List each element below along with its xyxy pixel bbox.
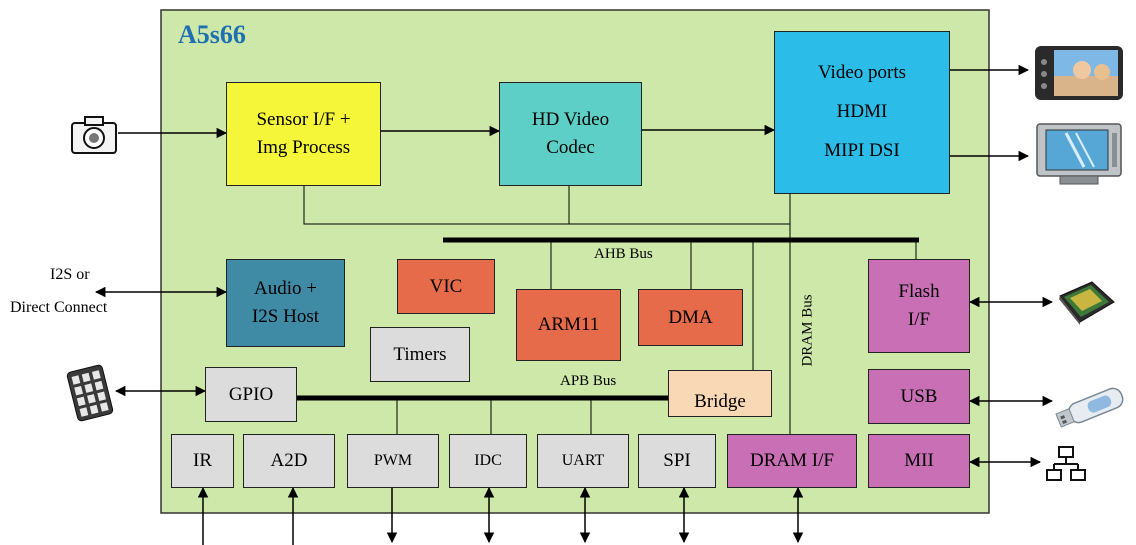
vic-block: VIC (397, 259, 495, 314)
audio-label: Audio + (254, 278, 317, 300)
flash-card-icon (1059, 281, 1115, 325)
dram-if-block: DRAM I/F (727, 434, 857, 488)
video-label-3: MIPI DSI (824, 139, 900, 161)
audio-block: Audio + I2S Host (226, 259, 345, 347)
video-ports-block: Video ports HDMI MIPI DSI (774, 31, 950, 194)
uart-block: UART (537, 434, 629, 488)
sensor-label-2: Img Process (256, 137, 351, 158)
arm11-label: ARM11 (537, 314, 600, 336)
dram-bus-label: DRAM Bus (799, 294, 816, 367)
bridge-block: Bridge (668, 370, 772, 417)
spi-block: SPI (638, 434, 716, 488)
idc-block: IDC (449, 434, 527, 488)
ir-block: IR (171, 434, 234, 488)
flash-label-2: I/F (907, 309, 931, 330)
mii-label: MII (904, 450, 934, 472)
audio-label-2: I2S Host (251, 306, 320, 327)
dram-label: DRAM I/F (750, 450, 834, 472)
bridge-label: Bridge (694, 391, 746, 413)
video-label: Video ports (817, 62, 907, 84)
tv-monitor-icon (1036, 123, 1122, 185)
a2d-block: A2D (243, 434, 335, 488)
usb-label: USB (900, 385, 938, 407)
flash-label: Flash (898, 281, 940, 303)
ir-label: IR (193, 450, 212, 472)
mii-block: MII (868, 434, 970, 488)
dma-block: DMA (638, 289, 743, 346)
a2d-label: A2D (270, 450, 308, 472)
internal-link (303, 186, 790, 225)
gpio-block: GPIO (205, 367, 297, 422)
video-label-2: HDMI (836, 101, 888, 123)
spi-label: SPI (663, 450, 691, 472)
codec-block: HD Video Codec (499, 82, 642, 186)
idc-label: IDC (474, 452, 502, 470)
keypad-icon (66, 364, 114, 422)
flash-if-block: Flash I/F (868, 259, 970, 353)
gpio-label: GPIO (228, 383, 274, 405)
sensor-label: Sensor I/F + (256, 109, 351, 131)
usb-block: USB (868, 369, 970, 424)
i2s-label: I2S or (50, 266, 90, 283)
arm11-block: ARM11 (516, 289, 621, 361)
portable-display-icon (1035, 46, 1123, 100)
timers-block: Timers (370, 327, 470, 382)
codec-label: HD Video (531, 109, 610, 131)
camera-icon (71, 116, 117, 154)
apb-bus-label: APB Bus (560, 373, 617, 389)
usb-stick-icon (1055, 387, 1124, 428)
pwm-label: PWM (373, 452, 413, 470)
pwm-block: PWM (347, 434, 439, 488)
ahb-bus-label: AHB Bus (594, 246, 653, 262)
sensor-block: Sensor I/F + Img Process (226, 82, 381, 186)
network-icon (1046, 446, 1086, 481)
dma-label: DMA (668, 306, 713, 328)
direct-connect-label: Direct Connect (10, 299, 108, 316)
timers-label: Timers (393, 343, 447, 365)
chip-title: A5s66 (178, 20, 246, 49)
uart-label: UART (561, 452, 605, 470)
codec-label-2: Codec (546, 137, 595, 158)
vic-label: VIC (429, 275, 463, 297)
